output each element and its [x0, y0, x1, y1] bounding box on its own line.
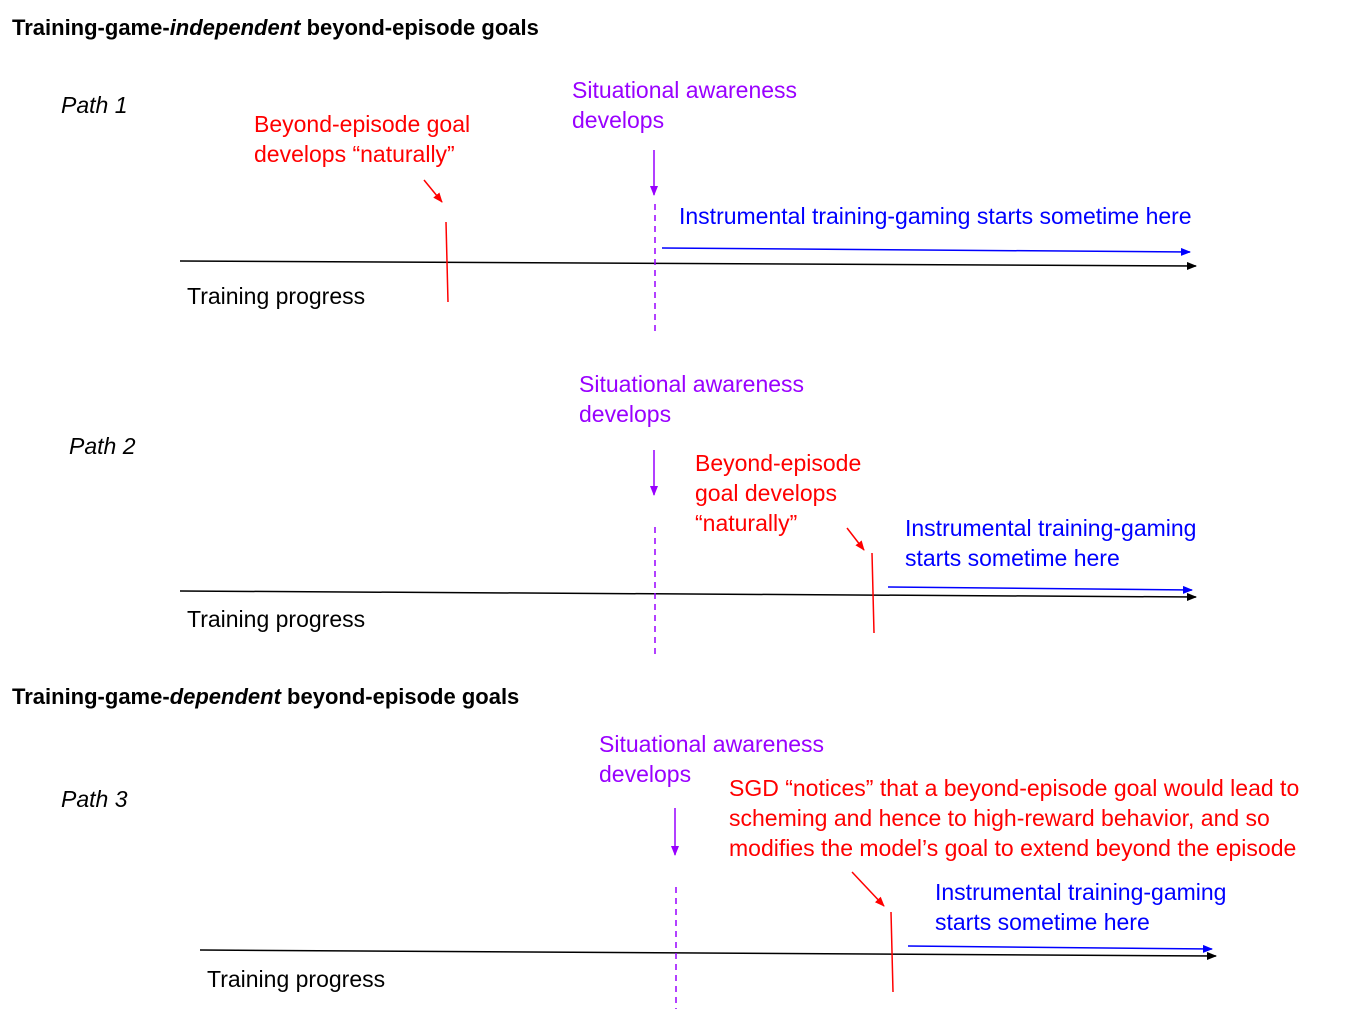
text-line: Situational awareness — [572, 77, 798, 103]
text-line: Instrumental training-gaming starts some… — [679, 203, 1192, 229]
path-2-label: Path 2 — [69, 433, 136, 459]
path-2-training-gaming-arrow — [887, 585, 1193, 594]
path-3-training-axis-arrow — [199, 949, 1217, 960]
path-3-training-gaming-arrow — [907, 944, 1213, 953]
path-2-situational-awareness-text: Situational awareness develops — [579, 369, 804, 429]
path-1-goal-arrow — [423, 179, 443, 203]
heading-independent-prefix: Training-game- — [12, 15, 170, 40]
text-line: develops “naturally” — [254, 141, 455, 167]
text-line: Instrumental training-gaming — [935, 879, 1227, 905]
path-2-axis-label: Training progress — [187, 606, 366, 632]
text-line: starts sometime here — [935, 909, 1150, 935]
path-1-axis-label: Training progress — [187, 283, 366, 309]
text-line: Situational awareness — [599, 731, 825, 757]
heading-independent-goals: Training-game-independent beyond-episode… — [12, 13, 539, 43]
path-3-goal-arrow — [851, 871, 885, 907]
path-3-situational-awareness-text: Situational awareness develops — [599, 729, 824, 789]
heading-dependent-suffix: beyond-episode goals — [280, 684, 520, 709]
text-line: develops — [599, 761, 692, 787]
text-line: Beyond-episode — [695, 450, 862, 476]
heading-independent-emphasis: independent — [169, 15, 301, 40]
text-line: “naturally” — [695, 510, 798, 536]
path-1-label: Path 1 — [61, 92, 128, 118]
path-2-goal-text: Beyond-episode goal develops “naturally” — [695, 448, 861, 538]
path-2-training-gaming-text: Instrumental training-gaming starts some… — [905, 513, 1196, 573]
path-2-goal-arrow — [846, 527, 865, 551]
text-line: Instrumental training-gaming — [905, 515, 1197, 541]
heading-dependent-prefix: Training-game- — [12, 684, 170, 709]
path-3-goal-marker — [890, 911, 894, 993]
text-line: modifies the model’s goal to extend beyo… — [729, 835, 1297, 861]
path-1-goal-marker — [445, 221, 449, 303]
path-2-goal-marker — [871, 552, 875, 634]
text-line: goal develops — [695, 480, 837, 506]
text-line: SGD “notices” that a beyond-episode goal… — [729, 775, 1300, 801]
heading-independent-suffix: beyond-episode goals — [300, 15, 539, 40]
path-2-training-axis-arrow — [179, 590, 1197, 601]
text-line: Beyond-episode goal — [254, 111, 471, 137]
text-line: Situational awareness — [579, 371, 805, 397]
path-3-axis-label: Training progress — [207, 966, 386, 992]
path-1-situational-awareness-text: Situational awareness develops — [572, 75, 797, 135]
heading-dependent-goals: Training-game-dependent beyond-episode g… — [12, 682, 519, 712]
heading-dependent-emphasis: dependent — [169, 684, 281, 709]
path-1-training-gaming-text: Instrumental training-gaming starts some… — [679, 201, 1192, 231]
path-1-graphics — [179, 150, 1197, 334]
path-3-graphics — [199, 808, 1217, 1009]
path-2-graphics — [179, 450, 1197, 657]
path-1-training-gaming-arrow — [661, 247, 1191, 256]
text-line: starts sometime here — [905, 545, 1120, 571]
path-3-goal-text: SGD “notices” that a beyond-episode goal… — [729, 773, 1299, 863]
path-1-training-axis-arrow — [179, 260, 1197, 270]
path-1-goal-text: Beyond-episode goal develops “naturally” — [254, 109, 470, 169]
text-line: scheming and hence to high-reward behavi… — [729, 805, 1270, 831]
text-line: develops — [579, 401, 672, 427]
path-3-training-gaming-text: Instrumental training-gaming starts some… — [935, 877, 1226, 937]
text-line: develops — [572, 107, 665, 133]
path-3-label: Path 3 — [61, 786, 128, 812]
